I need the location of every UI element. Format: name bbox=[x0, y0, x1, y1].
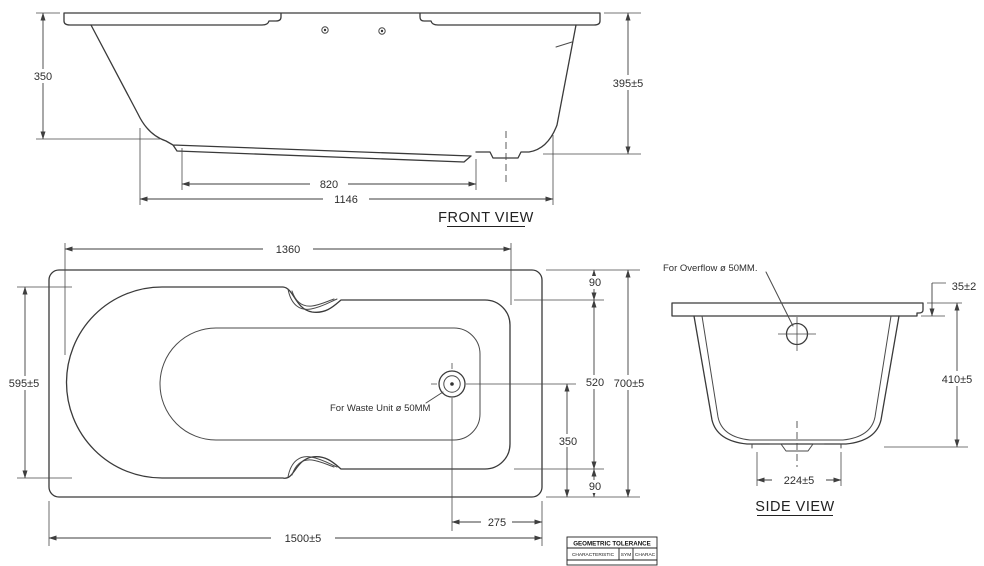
top-dim90bot-halo bbox=[584, 480, 606, 493]
front-tub-bottom-right bbox=[475, 24, 577, 159]
top-dim275-halo bbox=[481, 515, 512, 528]
table-col-sym: SYM bbox=[621, 552, 631, 558]
front-view-label: FRONT VIEW bbox=[438, 210, 534, 226]
top-dim-inner-width: 595±5 bbox=[9, 378, 40, 390]
front-dim-height-right: 395±5 bbox=[613, 78, 644, 90]
overflow-label: For Overflow ø 50MM. bbox=[663, 263, 758, 274]
top-dim595-halo bbox=[1, 376, 48, 390]
top-dim-rim-top: 90 bbox=[589, 277, 601, 289]
side-dim224-halo bbox=[772, 473, 826, 486]
side-dim-base-width: 224±5 bbox=[784, 475, 815, 487]
rim-hole-right bbox=[378, 27, 386, 35]
waste-label: For Waste Unit ø 50MM bbox=[330, 403, 431, 414]
rim-hole-left-center bbox=[323, 28, 327, 32]
front-dim1146-ext bbox=[139, 128, 554, 205]
table-grid-lines bbox=[567, 547, 657, 561]
side-rim-bar bbox=[671, 302, 924, 317]
top-dim1360-ext bbox=[64, 243, 512, 355]
side-body-outer bbox=[693, 315, 900, 445]
table-col-characteristic: CHARACTERISTIC bbox=[572, 552, 615, 558]
top-dim-overall-length: 1500±5 bbox=[285, 533, 322, 545]
table-outer-border bbox=[566, 536, 658, 566]
front-slant-tick bbox=[555, 41, 573, 48]
top-outer-rim bbox=[48, 269, 543, 498]
top-dim-inner-length: 1360 bbox=[276, 244, 300, 256]
side-dim-height: 410±5 bbox=[942, 374, 973, 386]
table-header: GEOMETRIC TOLERANCE bbox=[573, 541, 651, 548]
top-grip-top-arcs bbox=[287, 288, 338, 310]
waste-cross-ticks bbox=[431, 363, 453, 385]
front-dim-base-outer: 1146 bbox=[334, 194, 358, 206]
front-view: 350 395±5 820 1146 FRONT VIEW bbox=[27, 12, 653, 228]
front-dim350-halo bbox=[27, 69, 59, 83]
top-dim-rim-bottom: 90 bbox=[589, 481, 601, 493]
top-dim350-halo bbox=[553, 434, 582, 447]
front-dim395-ext bbox=[543, 12, 641, 155]
front-dim1146-halo bbox=[323, 192, 369, 205]
waste-unit-center bbox=[450, 382, 454, 386]
side-view: For Overflow ø 50MM. 35±2 410±5 224±5 SI… bbox=[663, 263, 983, 517]
top-dim700-halo bbox=[604, 375, 654, 390]
top-dim-inner-right-width: 520 bbox=[586, 377, 604, 389]
front-dim-height-left: 350 bbox=[34, 71, 52, 83]
top-dim1500-halo bbox=[271, 531, 335, 545]
top-dim-waste-to-bottom: 350 bbox=[559, 436, 577, 448]
top-inner-rim bbox=[65, 286, 511, 479]
top-dim-waste-to-right: 275 bbox=[488, 517, 506, 529]
overflow-crosshair bbox=[778, 317, 816, 351]
top-grip-bottom-arcs bbox=[287, 456, 338, 478]
top-floor-outline bbox=[159, 327, 481, 441]
side-view-label: SIDE VIEW bbox=[755, 499, 834, 515]
front-dim395-halo bbox=[603, 75, 653, 90]
front-tub-left-profile bbox=[90, 24, 472, 163]
front-dim820-halo bbox=[310, 177, 348, 190]
table-col-charac: CHARAC bbox=[635, 552, 656, 558]
top-dim520-halo bbox=[581, 375, 609, 389]
waste-leader bbox=[425, 391, 444, 404]
side-body-inner bbox=[701, 315, 892, 441]
rim-hole-left bbox=[321, 26, 329, 34]
top-dim-overall-width: 700±5 bbox=[614, 378, 645, 390]
rim-hole-right-center bbox=[380, 29, 384, 33]
top-view: For Waste Unit ø 50MM 1360 595±5 1500±5 … bbox=[1, 242, 654, 546]
front-dim-base-inner: 820 bbox=[320, 179, 338, 191]
top-dim1360-halo bbox=[263, 242, 313, 255]
waste-unit-outer bbox=[438, 370, 466, 398]
overflow-leader bbox=[765, 271, 794, 327]
waste-unit-inner bbox=[443, 375, 461, 393]
top-dim90top-halo bbox=[584, 276, 606, 289]
geometric-tolerance-table: GEOMETRIC TOLERANCE CHARACTERISTIC SYM C… bbox=[566, 536, 658, 566]
side-dim-rim-drop: 35±2 bbox=[952, 281, 976, 293]
front-dim350-ext bbox=[36, 12, 160, 140]
side-base-sump bbox=[751, 443, 842, 452]
side-dim410-halo bbox=[931, 371, 983, 386]
front-rim-outline bbox=[63, 12, 601, 26]
